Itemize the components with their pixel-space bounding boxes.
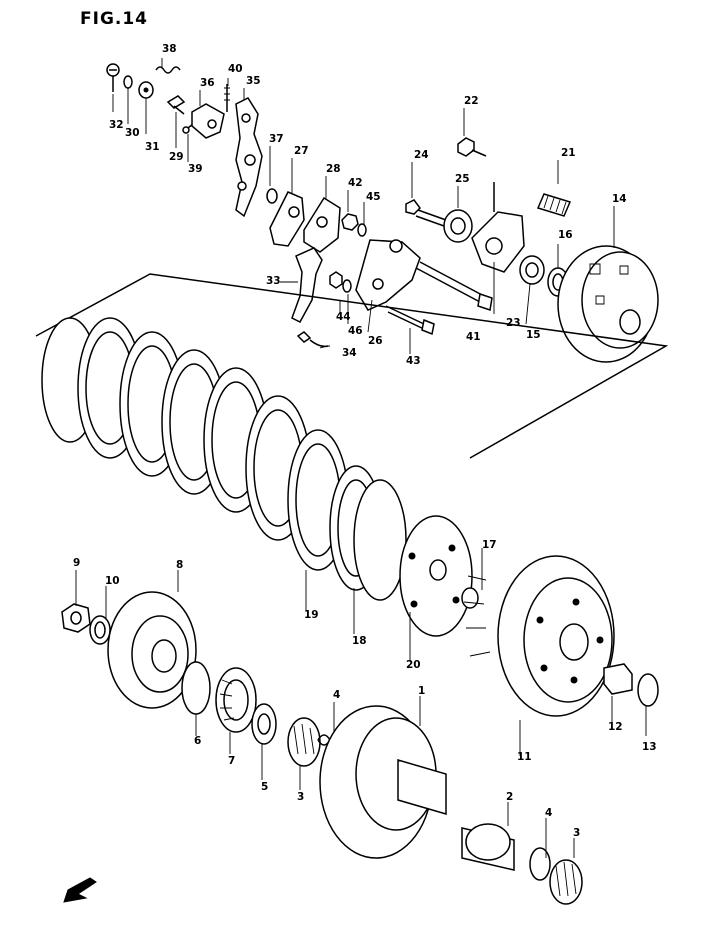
- primary-driven-gear: [463, 555, 659, 717]
- part-label-p18: 18: [352, 635, 367, 647]
- part-label-p11: 11: [517, 751, 532, 763]
- part-label-p24: 24: [414, 149, 429, 161]
- clutch-housing-group: [319, 705, 583, 905]
- part-label-p38: 38: [162, 43, 177, 55]
- part-label-p33: 33: [266, 275, 281, 287]
- release-bearing-group: [405, 137, 659, 363]
- part-label-p15: 15: [526, 329, 541, 341]
- part-label-p30: 30: [125, 127, 140, 139]
- release-lever-group: [106, 63, 493, 348]
- part-label-p31: 31: [145, 141, 160, 153]
- part-label-p1: 1: [418, 685, 425, 697]
- part-label-p42: 42: [348, 177, 363, 189]
- part-label-p26: 26: [368, 335, 383, 347]
- part-label-p2: 2: [506, 791, 513, 803]
- part-label-p29: 29: [169, 151, 184, 163]
- part-label-p25: 25: [455, 173, 470, 185]
- part-labels: 1233445678910111213141516171819202122232…: [73, 43, 657, 839]
- part-label-p35: 35: [246, 75, 261, 87]
- part-label-p14: 14: [612, 193, 627, 205]
- part-label-p7: 7: [228, 755, 235, 767]
- figure-title: FIG.14: [80, 9, 148, 29]
- part-label-p13: 13: [642, 741, 657, 753]
- part-label-p46: 46: [348, 325, 363, 337]
- part-label-p45: 45: [366, 191, 381, 203]
- leader-lines: [75, 58, 647, 858]
- part-label-p43: 43: [406, 355, 421, 367]
- part-label-p36: 36: [200, 77, 215, 89]
- part-label-p4a: 4: [333, 689, 340, 701]
- part-label-p21: 21: [561, 147, 576, 159]
- part-label-p6: 6: [194, 735, 201, 747]
- part-label-p16: 16: [558, 229, 573, 241]
- part-label-p44: 44: [336, 311, 351, 323]
- part-label-p19: 19: [304, 609, 319, 621]
- part-label-p5: 5: [261, 781, 268, 793]
- part-label-p28: 28: [326, 163, 341, 175]
- part-label-p17: 17: [482, 539, 497, 551]
- clutch-hub-group: [61, 591, 331, 767]
- part-label-p3b: 3: [573, 827, 580, 839]
- part-label-p8: 8: [176, 559, 183, 571]
- part-label-p23: 23: [506, 317, 521, 329]
- clutch-disc-outline: [35, 273, 669, 459]
- part-label-p9: 9: [73, 557, 80, 569]
- part-label-p34: 34: [342, 347, 357, 359]
- part-label-p41: 41: [466, 331, 481, 343]
- part-label-p22: 22: [464, 95, 479, 107]
- part-label-p32: 32: [109, 119, 124, 131]
- part-label-p10: 10: [105, 575, 120, 587]
- part-label-p4b: 4: [545, 807, 552, 819]
- part-label-p39: 39: [188, 163, 203, 175]
- part-label-p12: 12: [608, 721, 623, 733]
- part-label-p40: 40: [228, 63, 243, 75]
- clutch-plates-stack: [41, 317, 479, 637]
- part-label-p37: 37: [269, 133, 284, 145]
- part-label-p27: 27: [294, 145, 309, 157]
- part-label-p20: 20: [406, 659, 421, 671]
- front-arrow-icon: [63, 877, 97, 903]
- part-label-p3a: 3: [297, 791, 304, 803]
